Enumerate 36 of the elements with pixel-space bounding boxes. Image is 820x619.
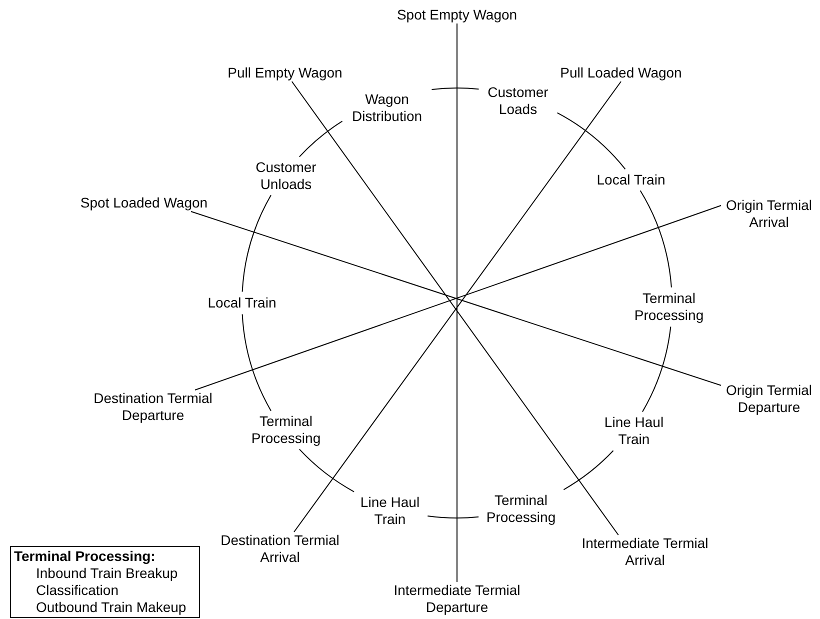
stage-label: Customer Unloads <box>249 159 323 193</box>
stage-label: Wagon Distribution <box>345 91 429 125</box>
cycle-arc <box>640 190 672 288</box>
cycle-arc <box>563 450 614 490</box>
event-label: Pull Empty Wagon <box>228 64 342 82</box>
event-label: Intermediate Termial Arrival <box>571 535 719 569</box>
note-heading: Terminal Processing: <box>14 548 156 565</box>
cycle-arc <box>298 120 343 158</box>
event-label: Destination Termial Arrival <box>210 532 350 566</box>
stage-label: Local Train <box>208 294 276 312</box>
event-label: Origin Termial Departure <box>721 382 817 416</box>
spoke-line <box>456 23 458 582</box>
stage-label: Local Train <box>596 172 666 188</box>
stage-label: Customer Loads <box>481 84 555 118</box>
cycle-arc <box>642 326 672 412</box>
note-box <box>10 546 200 618</box>
event-label: Pull Loaded Wagon <box>560 64 682 82</box>
event-label: Destination Termial Departure <box>83 390 223 424</box>
cycle-arc <box>431 88 480 90</box>
note-item: Inbound Train Breakup <box>35 565 178 582</box>
note-item: Classification <box>35 582 118 599</box>
cycle-arc <box>427 515 480 518</box>
cycle-arc <box>242 194 272 292</box>
cycle-arc <box>242 314 272 412</box>
cycle-arc <box>298 448 355 492</box>
stage-label: Line Haul Train <box>355 494 425 528</box>
stage-label: Terminal Processing <box>246 413 326 447</box>
event-label: Intermediate Termial Departure <box>383 582 531 616</box>
stage-label: Line Haul Train <box>599 414 669 448</box>
event-label: Spot Loaded Wagon <box>80 194 208 212</box>
cycle-arc <box>556 112 626 170</box>
note-item: Outbound Train Makeup <box>35 599 186 616</box>
event-label: Spot Empty Wagon <box>396 6 518 24</box>
event-label: Origin Termial Arrival <box>721 197 817 231</box>
stage-label: Terminal Processing <box>481 492 561 526</box>
stage-label: Terminal Processing <box>629 290 709 324</box>
